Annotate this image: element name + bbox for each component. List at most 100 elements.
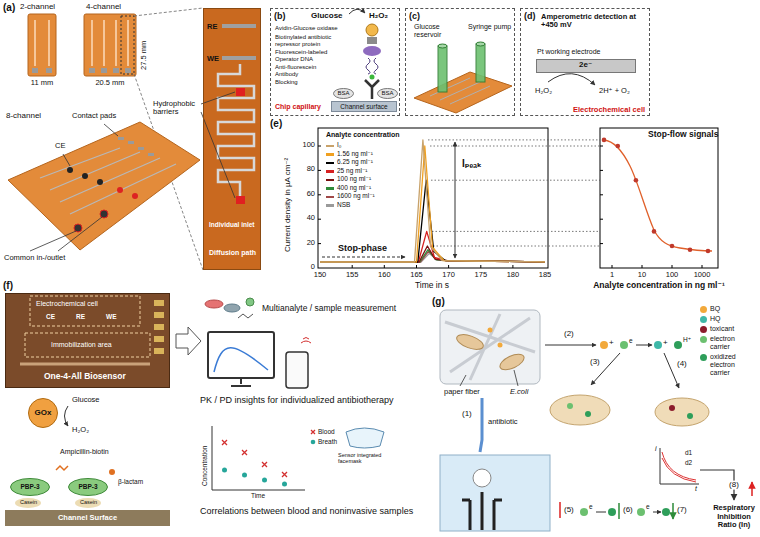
axis-tick: 60 bbox=[307, 190, 315, 198]
dot-swatch bbox=[700, 354, 707, 361]
biosensor-chip-image bbox=[30, 296, 140, 326]
legend-item: HQ bbox=[700, 315, 756, 323]
pill-icons bbox=[246, 298, 254, 306]
biosensor-chip-image bbox=[25, 333, 150, 357]
pill-icons bbox=[224, 304, 240, 312]
axis-tick: 170 bbox=[442, 271, 455, 279]
chip-8channel bbox=[67, 167, 73, 173]
protein-ellipse: PBP-3 bbox=[68, 478, 108, 496]
node-text: RE bbox=[207, 23, 217, 31]
correlation-chart bbox=[311, 440, 316, 445]
sensor-molecule bbox=[363, 46, 381, 56]
caption-text: Correlations between blood and noninvasi… bbox=[200, 506, 415, 516]
sensor-molecule bbox=[366, 24, 378, 36]
axis-tick: 180 bbox=[507, 271, 520, 279]
chip-8channel bbox=[74, 224, 82, 232]
step-number: (7) bbox=[677, 506, 687, 515]
caption-text: Multianalyte / sample measurement bbox=[262, 304, 412, 314]
correlation-chart bbox=[222, 430, 315, 477]
dose-response-curve bbox=[604, 140, 712, 251]
chip-4channel bbox=[84, 14, 136, 76]
plot-title: Stop-flow signals bbox=[648, 130, 718, 140]
axis-tick: 150 bbox=[314, 271, 327, 279]
syringe-cylinder bbox=[476, 44, 485, 82]
legend-item: NSB bbox=[326, 201, 350, 208]
line-swatch bbox=[326, 145, 334, 148]
correlation-chart bbox=[282, 482, 287, 487]
biosensor-chip-image bbox=[154, 300, 164, 354]
node-text: PBP-3 bbox=[78, 483, 97, 490]
part-label: Contact pads bbox=[72, 112, 116, 120]
protein-ellipse: PBP-3 bbox=[10, 478, 50, 496]
line-swatch bbox=[326, 153, 334, 156]
signal-curve bbox=[320, 146, 545, 262]
sensor-strip bbox=[236, 196, 245, 204]
sensor-molecule bbox=[370, 75, 375, 80]
result-text: Respiratory Inhibition Ratio (In) bbox=[705, 500, 760, 534]
node-text: WE bbox=[207, 55, 219, 63]
sensor-molecule bbox=[365, 80, 379, 99]
carrier-molecule bbox=[608, 508, 616, 516]
node-text: CE bbox=[46, 313, 55, 320]
bacterium bbox=[550, 395, 610, 425]
molecule-label: Casein bbox=[80, 499, 97, 505]
paper-bacteria-image bbox=[488, 328, 493, 333]
node-text: (b) bbox=[274, 11, 286, 21]
part-label: E.coli bbox=[510, 388, 528, 396]
axis-title: Concentration bbox=[201, 446, 208, 486]
dot-swatch bbox=[700, 316, 707, 323]
step-number: (6) bbox=[623, 506, 633, 515]
legend-text: HQ bbox=[710, 315, 756, 323]
legend-item: toxicant bbox=[700, 325, 756, 333]
channel-surface: Channel surface bbox=[331, 101, 397, 112]
bacterium bbox=[567, 403, 573, 409]
phone-icon bbox=[301, 338, 311, 344]
shape-outline bbox=[334, 89, 354, 99]
step-number: (2) bbox=[564, 330, 574, 339]
node-text: PBP-3 bbox=[20, 483, 39, 490]
legend-text: 25 ng ml⁻¹ bbox=[337, 167, 368, 174]
pill-icons bbox=[238, 314, 253, 318]
sensor-molecule bbox=[363, 24, 381, 99]
paper-electrode bbox=[473, 469, 491, 487]
flow-arrow bbox=[176, 327, 201, 355]
legend-item: I₀ bbox=[326, 141, 342, 148]
leader-line bbox=[201, 92, 235, 198]
chip-8channel bbox=[8, 122, 200, 250]
node-text: Electrochemical cell bbox=[36, 300, 98, 308]
chip-setup bbox=[414, 72, 512, 113]
carrier-symbol: H⁺ bbox=[683, 336, 691, 343]
bacterium bbox=[687, 413, 693, 419]
leader-line bbox=[30, 124, 118, 251]
part-label: CE bbox=[55, 142, 65, 150]
facemask-icon bbox=[346, 428, 384, 448]
line-swatch bbox=[326, 204, 334, 207]
node-text: GOx bbox=[35, 409, 52, 418]
node-text: Blocking bbox=[275, 79, 341, 86]
annotation: Iₚₑₐₖ bbox=[462, 158, 482, 169]
panel-label: (e) bbox=[270, 118, 282, 129]
chip-setup bbox=[414, 72, 512, 113]
legend-text: 100 ng ml⁻¹ bbox=[337, 175, 371, 182]
syringe-cylinder bbox=[476, 42, 485, 46]
reaction-molecule bbox=[674, 341, 682, 349]
enzyme-circle: GOx bbox=[28, 398, 58, 428]
step-arrow bbox=[664, 353, 679, 388]
reaction-sign: + bbox=[609, 339, 614, 348]
monitor-icon bbox=[231, 378, 251, 386]
dot-swatch bbox=[700, 306, 707, 313]
signal-change-arrow bbox=[619, 503, 673, 519]
node-text: d1 bbox=[685, 449, 692, 456]
caption-text: PK / PD insights for individualized anti… bbox=[200, 395, 415, 405]
chip-2channel bbox=[32, 68, 52, 73]
correlation-chart bbox=[242, 473, 247, 478]
legend-item: electron carrier bbox=[700, 335, 756, 351]
signal-curve bbox=[320, 140, 545, 262]
legend-item: BQ bbox=[700, 305, 756, 313]
chip-8channel bbox=[97, 179, 103, 185]
molecule-label: Casein bbox=[20, 499, 37, 505]
enzyme-reaction-arrow bbox=[65, 406, 69, 426]
legend-text: I₀ bbox=[337, 141, 342, 148]
correlation-chart bbox=[212, 426, 315, 490]
node-text: i bbox=[655, 445, 657, 453]
